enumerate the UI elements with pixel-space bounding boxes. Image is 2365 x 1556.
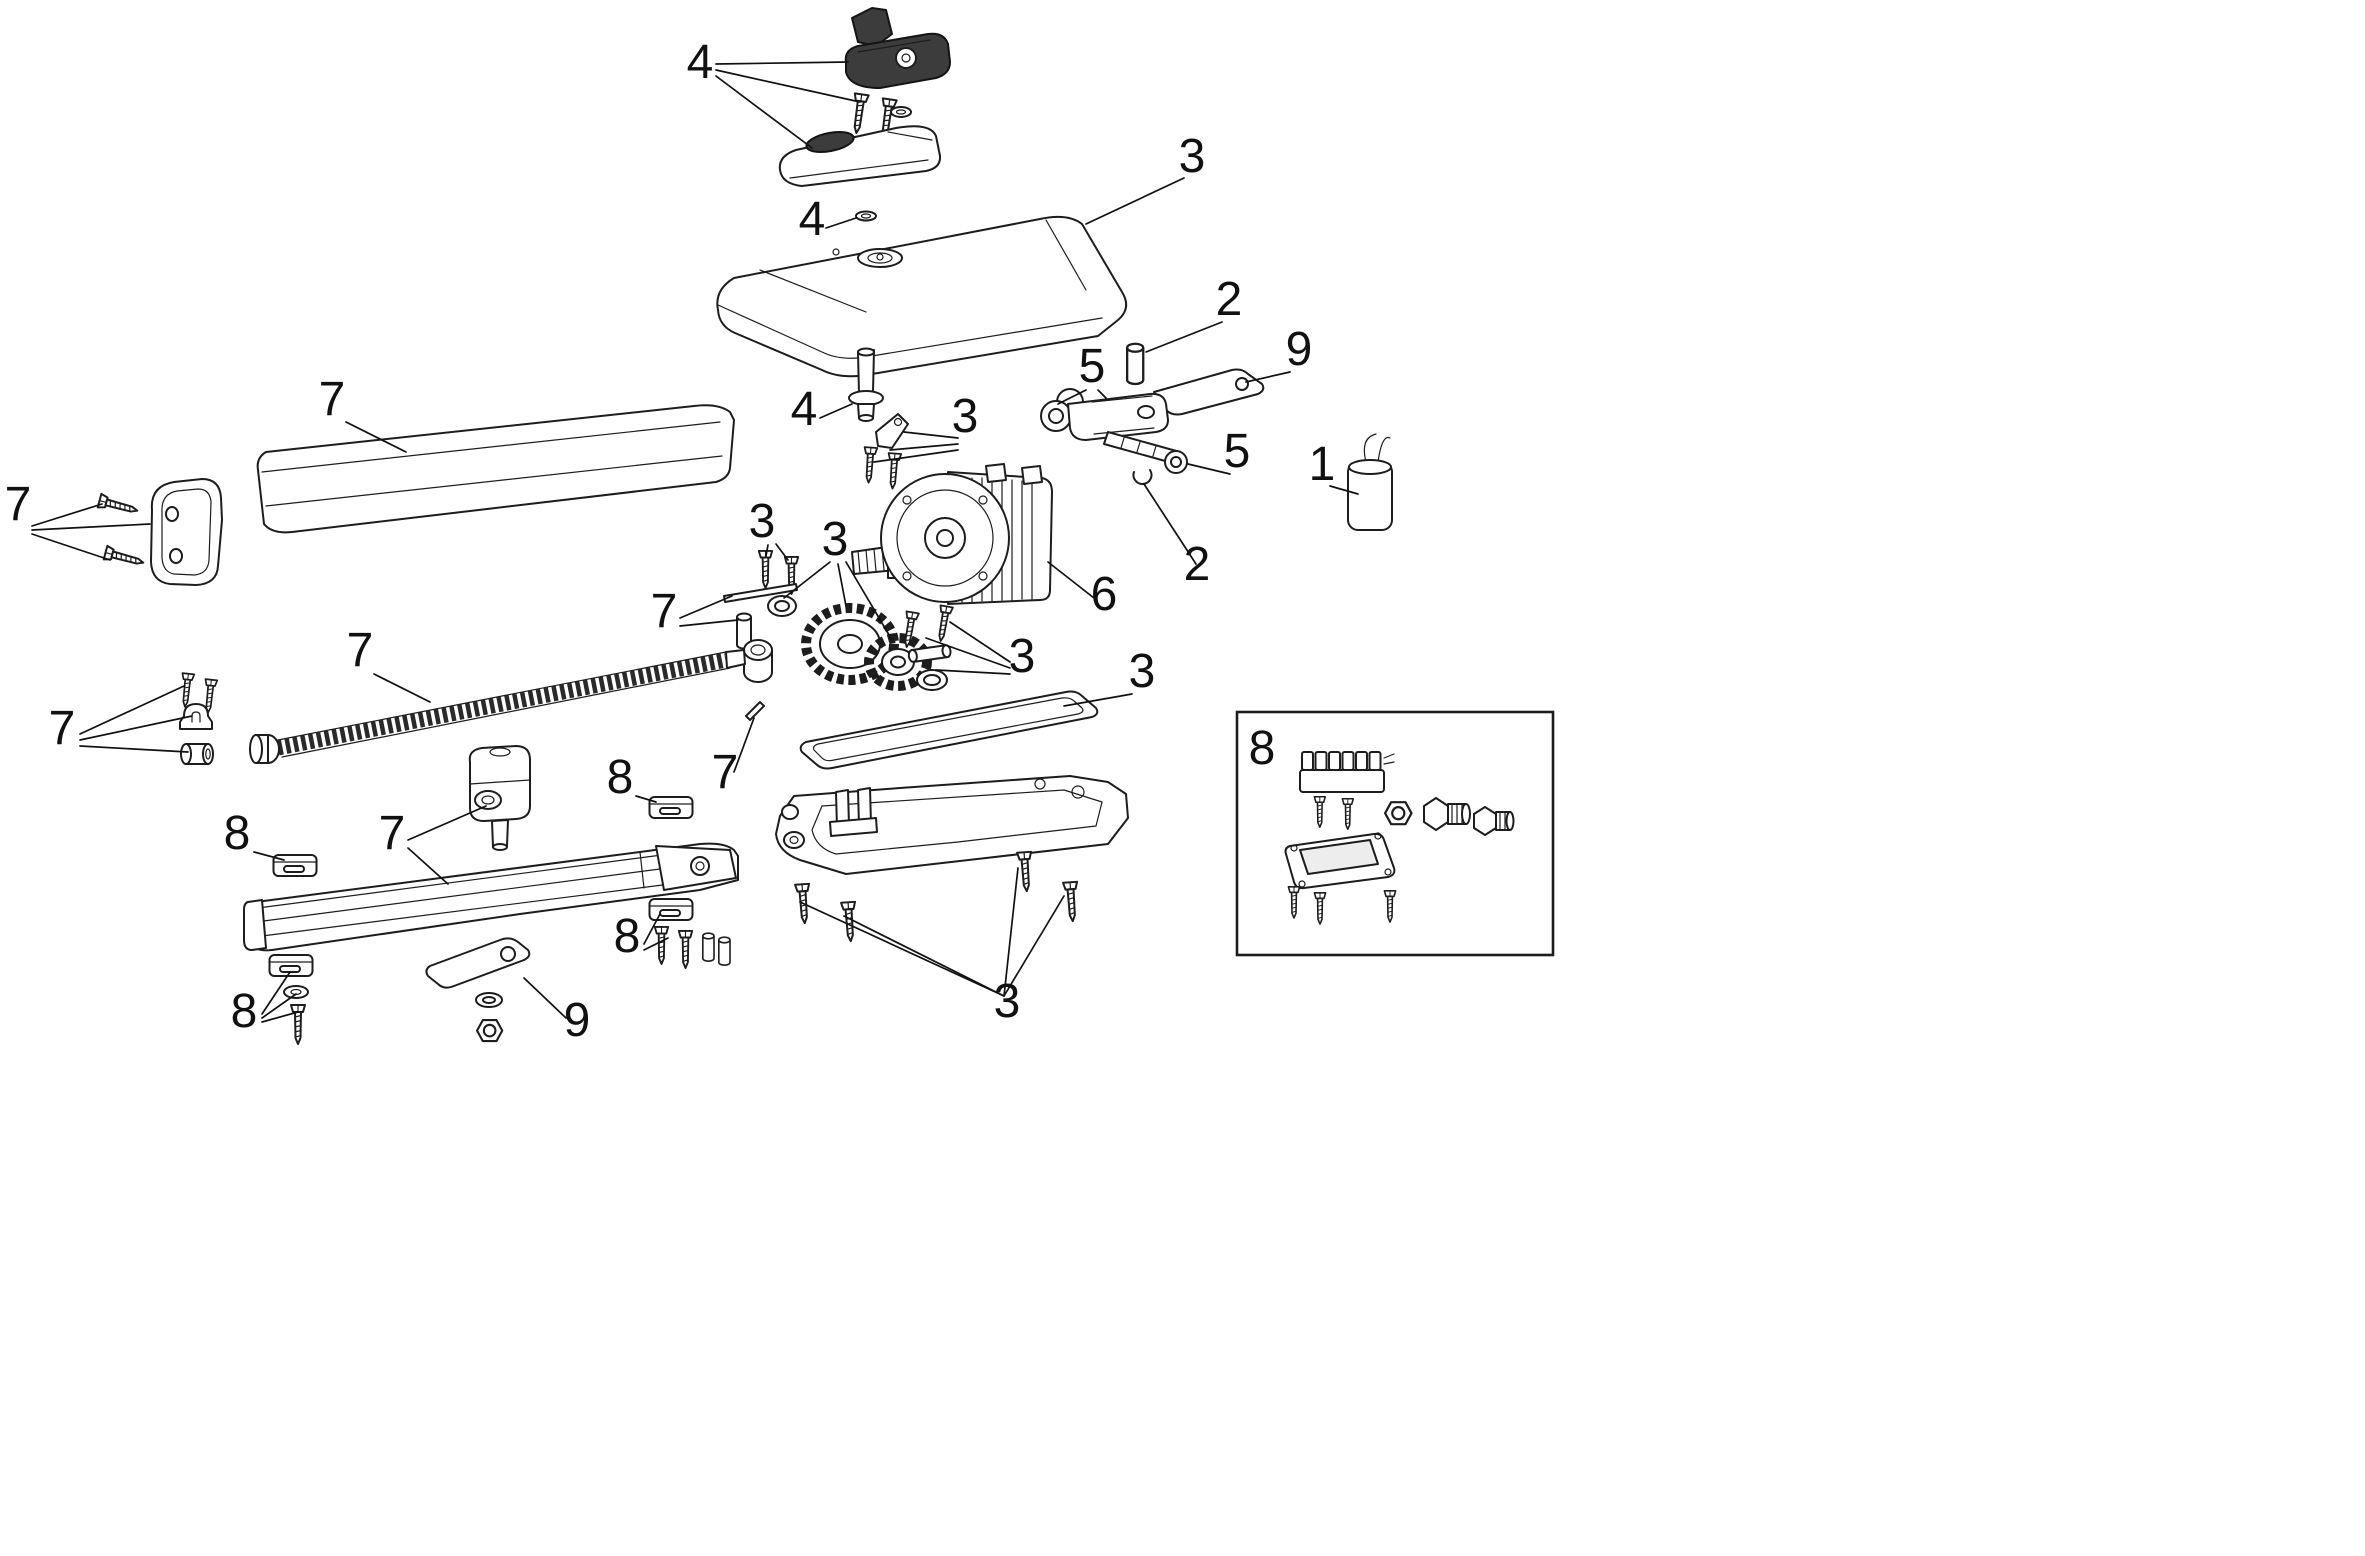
rear-bracket-part [96, 478, 223, 586]
gear-cluster-part [723, 583, 932, 691]
callout-label: 5 [1079, 340, 1106, 393]
washer-part-top [855, 210, 877, 222]
top-cover-part [716, 215, 1128, 378]
callout-label: 8 [607, 751, 634, 804]
callout-label: 5 [1224, 425, 1251, 478]
callout-label: 8 [231, 985, 258, 1038]
callout-label: 9 [1286, 323, 1313, 376]
callout-label: 3 [1129, 645, 1156, 698]
callout-label: 7 [49, 702, 76, 755]
rail-part [243, 842, 739, 952]
callout-label: 7 [379, 807, 406, 860]
clevis-fork-part [1040, 388, 1188, 485]
callout-label: 3 [822, 513, 849, 566]
callout-label: 7 [712, 746, 739, 799]
callout-label: 6 [1091, 568, 1118, 621]
clamp-set-part [178, 672, 219, 765]
worm-screw-part [249, 649, 746, 764]
profile-cover-part [256, 404, 735, 534]
motor-screws-part [899, 604, 954, 691]
callout-label: 3 [994, 975, 1021, 1028]
callout-label: 3 [952, 390, 979, 443]
drive-nut-part [468, 745, 531, 851]
cable-gland-small-part [1473, 806, 1515, 836]
motor-part [851, 463, 1053, 605]
callout-label: 7 [347, 624, 374, 677]
callout-label: 2 [1216, 273, 1243, 326]
base-case-part [775, 775, 1129, 943]
callout-label: 4 [799, 193, 826, 246]
pivot-stem-part [848, 347, 884, 422]
callout-label: 8 [1249, 722, 1276, 775]
callout-labels: 4 3 4 2 9 5 7 4 3 5 1 7 3 3 2 6 7 3 7 3 … [5, 36, 1336, 1047]
latch-lever-part [861, 413, 909, 490]
callout-label: 7 [5, 478, 32, 531]
leader-lines [31, 61, 1359, 1023]
callout-label: 7 [651, 585, 678, 638]
callout-label: 4 [687, 36, 714, 89]
callout-label: 4 [791, 383, 818, 436]
callout-label: 8 [614, 910, 641, 963]
stop-block-screw-stack-part [283, 985, 309, 1045]
callout-label: 3 [749, 495, 776, 548]
callout-label: 7 [319, 373, 346, 426]
cable-gland-part [1423, 797, 1471, 831]
callout-label: 8 [224, 807, 251, 860]
callout-label: 1 [1309, 438, 1336, 491]
callout-label: 2 [1184, 538, 1211, 591]
release-screws-part [848, 92, 912, 140]
stop-pin-part [745, 701, 765, 721]
callout-label: 3 [1179, 130, 1206, 183]
pivot-pin-part [1126, 342, 1145, 386]
hardware-kit-inset [1235, 710, 1555, 957]
plate-part-bottom [425, 937, 531, 1043]
terminal-block-part [1299, 751, 1395, 793]
capacitor-part [1347, 433, 1393, 531]
release-cover-part [778, 125, 942, 187]
release-lever-part [844, 7, 951, 89]
stop-block-screws-part [653, 926, 731, 969]
callout-label: 3 [1009, 630, 1036, 683]
plate-part-top [1153, 368, 1265, 416]
junction-box-part [1284, 832, 1396, 890]
gasket-part [799, 690, 1099, 770]
callout-label: 9 [564, 994, 591, 1047]
